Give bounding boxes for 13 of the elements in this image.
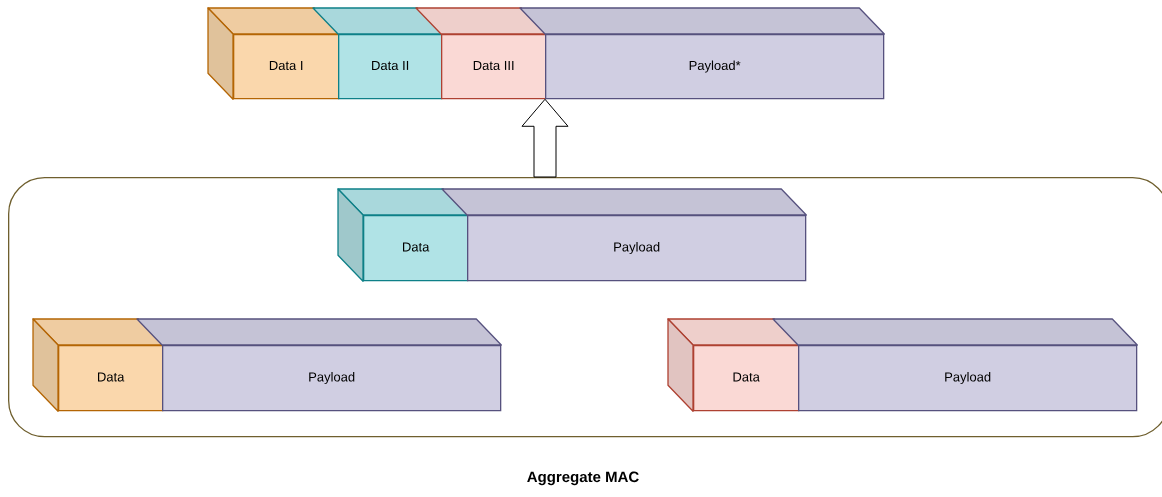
block-arrow: [521, 98, 569, 178]
data-block: Data: [337, 188, 469, 282]
payload-block: Payload: [136, 318, 502, 412]
group-label: Aggregate MAC: [527, 471, 639, 486]
data-block: Data I: [207, 7, 340, 100]
data-block: Data: [32, 318, 164, 412]
data-block: Data: [667, 318, 800, 412]
group-frame: [8, 177, 1162, 438]
data-block: Data II: [312, 7, 443, 100]
payload-block: Payload: [441, 188, 807, 282]
payload-block: Payload: [772, 318, 1138, 412]
payload-block: Payload*: [519, 7, 885, 100]
data-block: Data III: [415, 7, 547, 100]
